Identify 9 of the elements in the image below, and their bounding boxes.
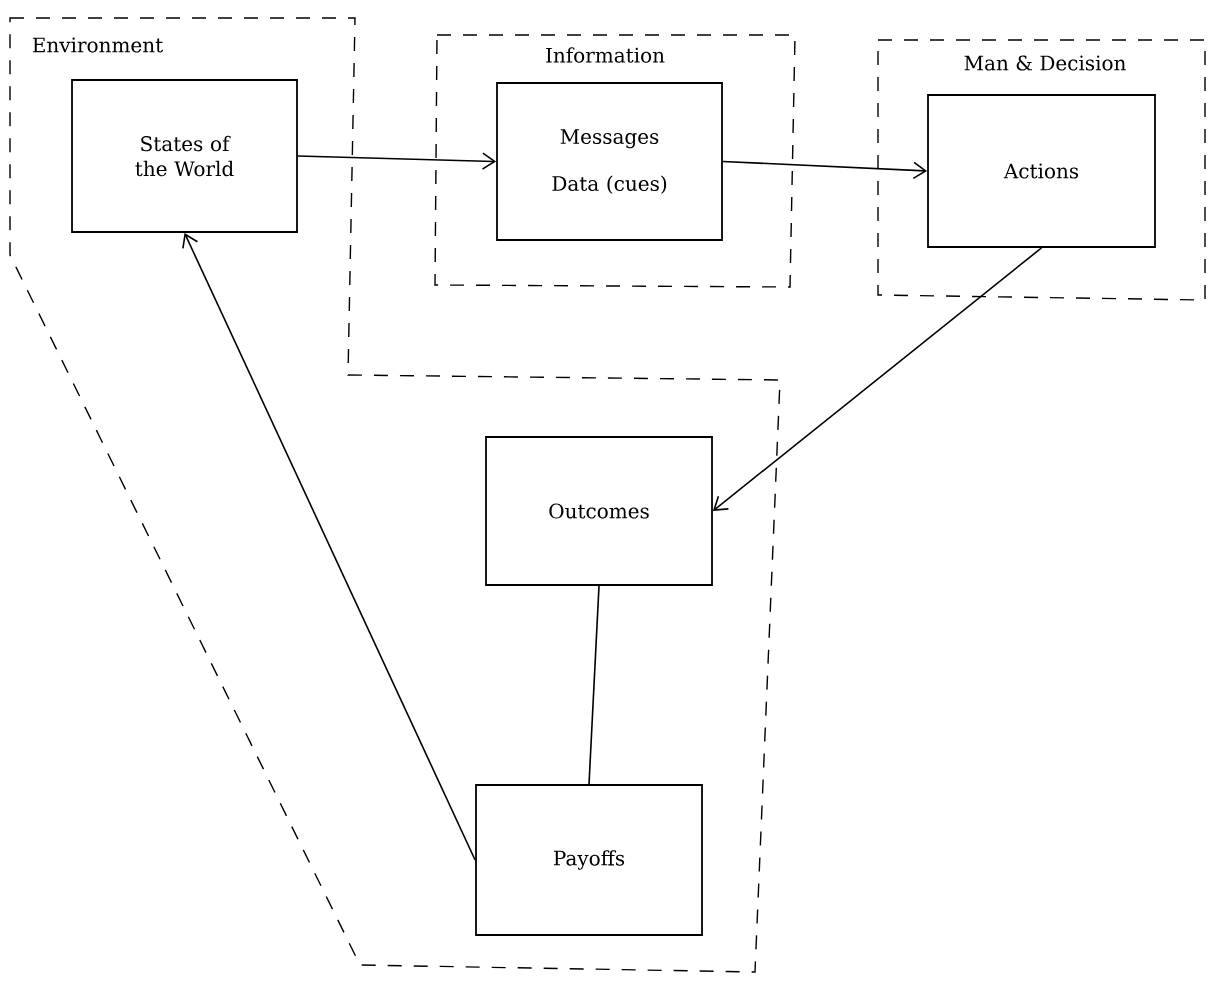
arrow <box>722 160 928 180</box>
process-box: States of the World <box>71 79 298 233</box>
arrow <box>182 232 476 861</box>
process-box: Payoffs <box>475 784 703 936</box>
arrow <box>712 247 1043 511</box>
arrow <box>297 152 497 170</box>
process-box: Actions <box>927 94 1156 248</box>
process-box: Messages Data (cues) <box>496 82 723 241</box>
process-box: Outcomes <box>485 436 713 586</box>
